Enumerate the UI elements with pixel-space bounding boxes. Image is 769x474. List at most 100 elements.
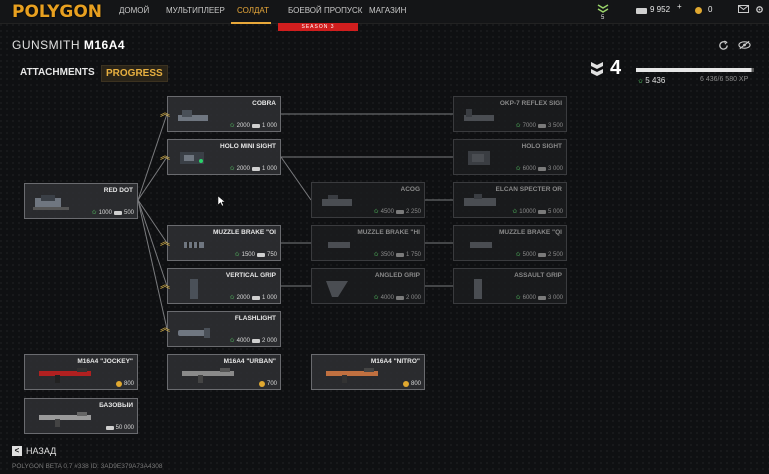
- rifle-nitro-thumb: [326, 368, 378, 383]
- card-name: VERTICAL GRIP: [225, 272, 276, 279]
- top-bar: POLYGON ДОМОЙ МУЛЬТИПЛЕЕР СОЛДАТ БОЕВОЙ …: [0, 0, 769, 24]
- xp-icon: ✩: [229, 166, 235, 172]
- unlocked-chevron-icon: ︽: [160, 280, 170, 291]
- coin-icon: [694, 6, 702, 14]
- back-button[interactable]: < НАЗАД: [12, 446, 56, 456]
- cobra-thumb: [178, 110, 208, 121]
- money-icon: [395, 295, 404, 300]
- flashlight-thumb: [178, 328, 210, 338]
- skin-card-nitro[interactable]: M16A4 "NITRO" 800: [311, 354, 425, 390]
- money-icon: [537, 209, 546, 214]
- xp-icon: ✩: [512, 209, 518, 215]
- money-icon: [251, 123, 260, 128]
- currency-money: 9 952: [650, 5, 671, 14]
- card-name: MUZZLE BRAKE "QI: [498, 229, 562, 236]
- nav-soldier[interactable]: СОЛДАТ: [237, 6, 269, 15]
- card-name: ACOG: [400, 186, 421, 193]
- angled-grip-thumb: [326, 281, 348, 297]
- rank-icon: [596, 2, 610, 14]
- refresh-icon[interactable]: [717, 39, 729, 51]
- money-icon: [251, 338, 260, 343]
- money-icon: [537, 166, 546, 171]
- season-badge: SEASON 3: [278, 23, 358, 31]
- add-currency-button[interactable]: +: [677, 2, 682, 11]
- xp-icon: ✩: [229, 338, 235, 344]
- holo-mini-thumb: [180, 152, 204, 164]
- skin-name: M16A4 "NITRO": [370, 358, 420, 365]
- money-icon: [105, 426, 114, 430]
- gear-icon[interactable]: [754, 4, 764, 14]
- weapon-name: M16A4: [83, 38, 126, 52]
- skin-price: 50 000: [105, 425, 134, 431]
- money-icon: [113, 210, 122, 215]
- xp-icon: ✩: [515, 166, 521, 172]
- red-dot-thumb: [33, 195, 69, 210]
- muzzle-thumb: [328, 242, 350, 248]
- card-name: ELCAN SPECTER OR: [495, 186, 562, 193]
- xp-progress-bar: [636, 68, 754, 72]
- card-name: FLASHLIGHT: [234, 315, 276, 322]
- acog-thumb: [322, 195, 352, 206]
- skin-card-urban[interactable]: M16A4 "URBAN" 700: [167, 354, 281, 390]
- xp-icon: ✩: [373, 209, 379, 215]
- hide-icon[interactable]: [737, 39, 751, 51]
- vertical-grip-thumb: [190, 279, 198, 299]
- nav-battle-pass[interactable]: БОЕВОЙ ПРОПУСК: [288, 6, 363, 15]
- page-title: GUNSMITH M16A4: [12, 38, 125, 52]
- xp-progress-text: 6 436/6 580 XP: [700, 76, 749, 83]
- unlocked-chevron-icon: ︽: [160, 108, 170, 119]
- skin-card-basic[interactable]: БАЗОВЫЙ 50 000: [24, 398, 138, 434]
- xp-icon: ✩: [229, 295, 235, 301]
- version-footer: POLYGON BETA 0.7 #338 ID: 3AD9E379A73A43…: [12, 463, 163, 470]
- money-icon: [251, 295, 260, 300]
- mail-icon[interactable]: [737, 4, 749, 14]
- unlocked-chevron-icon: ︽: [160, 323, 170, 334]
- card-name: ANGLED GRIP: [374, 272, 420, 279]
- nav-shop[interactable]: МАГАЗИН: [369, 6, 407, 15]
- card-name: COBRA: [252, 100, 276, 107]
- card-name: MUZZLE BRAKE "HI: [357, 229, 420, 236]
- unlocked-chevron-icon: ︽: [160, 237, 170, 248]
- xp-icon: ✩: [91, 210, 97, 216]
- unlocked-chevron-icon: ︽: [160, 151, 170, 162]
- back-key-icon: <: [12, 446, 22, 456]
- money-icon: [395, 252, 404, 257]
- weapon-level: 4: [610, 57, 622, 79]
- mouse-cursor-icon: [218, 196, 226, 207]
- tab-progress[interactable]: PROGRESS: [101, 65, 168, 82]
- xp-icon: ✩: [515, 252, 521, 258]
- nav-multiplayer[interactable]: МУЛЬТИПЛЕЕР: [166, 6, 225, 15]
- money-icon: [537, 295, 546, 300]
- money-icon: [251, 166, 260, 171]
- xp-current: ✩ 5 436: [638, 76, 665, 85]
- skin-card-jockey[interactable]: M16A4 "JOCKEY" 800: [24, 354, 138, 390]
- skin-name: M16A4 "URBAN": [223, 358, 276, 365]
- back-label: НАЗАД: [26, 446, 57, 456]
- xp-icon: ✩: [373, 295, 379, 301]
- nav-home[interactable]: ДОМОЙ: [119, 6, 150, 15]
- tab-attachments[interactable]: ATTACHMENTS: [20, 67, 95, 78]
- currency-coins: 0: [708, 5, 713, 14]
